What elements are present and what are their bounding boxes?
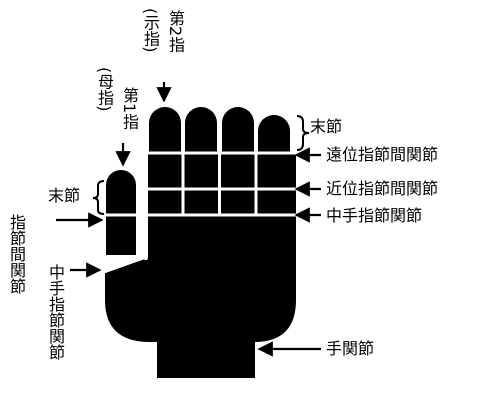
joint-lines bbox=[103, 110, 298, 274]
pointer-arrows bbox=[56, 82, 321, 357]
brace-left bbox=[92, 180, 105, 215]
label-finger1: 第1指 bbox=[120, 87, 139, 130]
label-finger2-paren: (示指) bbox=[141, 8, 160, 53]
label-mcp-joint-thumb: 中手指節関節 bbox=[46, 264, 65, 360]
palm-shape bbox=[105, 152, 296, 342]
index-finger bbox=[149, 107, 181, 160]
label-finger1-paren: (母指) bbox=[95, 67, 114, 112]
label-ip-joint-thumb: 指節間関節 bbox=[7, 214, 26, 294]
label-finger2: 第2指 bbox=[166, 10, 185, 53]
middle-finger bbox=[185, 107, 217, 160]
thumb bbox=[106, 170, 136, 255]
label-distal-phalanx-right: 末節 bbox=[310, 117, 343, 136]
label-wrist-joint: 手関節 bbox=[326, 339, 375, 358]
brace-right bbox=[296, 115, 310, 151]
little-finger bbox=[258, 115, 290, 160]
label-mcp-joint-right: 中手指節関節 bbox=[326, 206, 423, 225]
label-distal-phalanx-left: 末節 bbox=[48, 186, 81, 205]
label-pip-joint: 近位指節間関節 bbox=[326, 179, 439, 198]
label-dip-joint: 遠位指節間関節 bbox=[326, 145, 439, 164]
ring-finger bbox=[222, 107, 254, 160]
wrist-band bbox=[157, 341, 255, 378]
